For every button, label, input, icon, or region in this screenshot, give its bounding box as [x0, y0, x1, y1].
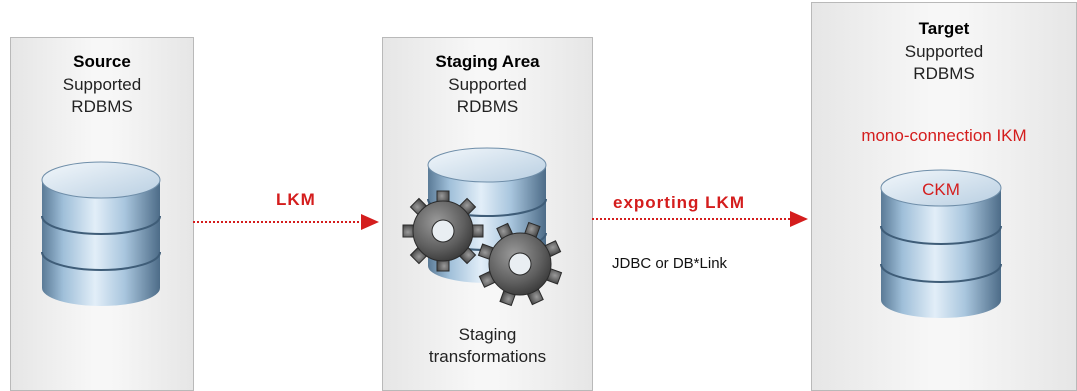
gear-icon	[402, 190, 484, 272]
source-database-icon	[41, 161, 161, 306]
target-ckm-label: CKM	[922, 180, 960, 199]
source-title: Source	[73, 52, 131, 71]
gear-icon-secondary	[477, 221, 563, 307]
exporting-lkm-label: exporting LKM	[613, 193, 745, 212]
target-database-icon	[880, 169, 1002, 318]
staging-caption-1: Staging	[458, 325, 517, 344]
target-title: Target	[918, 19, 970, 38]
staging-caption-2: transformations	[428, 347, 547, 366]
staging-subtitle-1: Supported	[448, 75, 527, 94]
staging-title: Staging Area	[435, 52, 540, 71]
lkm-label: LKM	[276, 190, 316, 209]
transport-label: JDBC or DB*Link	[612, 255, 728, 272]
source-subtitle-2: RDBMS	[71, 97, 133, 116]
target-subtitle-2: RDBMS	[913, 64, 975, 83]
source-subtitle-1: Supported	[62, 75, 142, 94]
staging-subtitle-2: RDBMS	[456, 97, 519, 116]
target-subtitle-1: Supported	[904, 42, 984, 61]
target-ikm-label: mono-connection IKM	[861, 126, 1027, 145]
